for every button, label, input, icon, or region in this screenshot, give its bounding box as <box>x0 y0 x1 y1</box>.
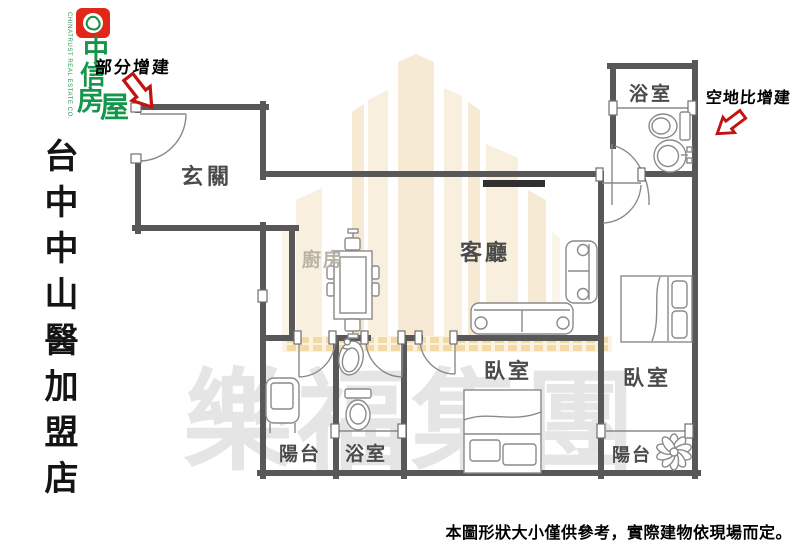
store-name-vertical: 台中中山醫加盟店 <box>39 138 76 506</box>
flower-icon <box>656 433 692 471</box>
laundry-sink-icon <box>265 377 300 433</box>
bed-icon <box>463 389 542 474</box>
room-label-bath-top: 浴室 <box>629 84 674 105</box>
sink-icon <box>338 338 364 376</box>
window-lines <box>338 107 692 432</box>
entrance-door-arc <box>139 113 187 162</box>
sink-icon <box>653 139 693 173</box>
brand-char-xin: 信 <box>80 61 107 90</box>
sofa-icon <box>470 240 598 335</box>
wall-caps <box>130 100 697 439</box>
wall-opening-bar <box>483 180 545 187</box>
right-bedroom-door-arc <box>602 182 642 224</box>
mid-bedroom-door-arc <box>419 339 456 375</box>
brand-char-zhong: 中 <box>83 36 110 65</box>
room-label-kitchen: 廚房 <box>302 250 345 271</box>
toilet-icon <box>648 111 691 141</box>
room-label-bath-bottom: 浴室 <box>345 444 388 465</box>
room-label-bedroom-mid: 臥室 <box>484 360 532 383</box>
brand-char-wu: 屋 <box>100 92 130 124</box>
room-label-entrance: 玄關 <box>181 164 234 189</box>
chinatrust-logo <box>76 8 110 38</box>
room-label-bedroom-right: 臥室 <box>623 367 671 390</box>
down-right-arrow-icon <box>121 71 154 110</box>
bed-icon <box>620 275 693 343</box>
company-name-en: CHINATRUST REAL ESTATE CO. <box>66 12 72 120</box>
toilet-icon <box>344 388 372 431</box>
room-label-living: 客廳 <box>460 240 511 265</box>
room-label-balcony-right: 陽台 <box>612 445 652 465</box>
dining-table-icon <box>326 228 380 339</box>
logo-emblem-icon <box>83 13 103 33</box>
room-label-balcony-left: 陽台 <box>279 444 322 465</box>
watermark-text: 樂福集團 <box>183 362 639 484</box>
doors <box>139 113 650 378</box>
disclaimer-text: 本圖形狀大小僅供參考，實際建物依現場而定。 <box>445 525 792 542</box>
down-left-arrow-icon <box>715 108 748 136</box>
bath-bottom-door-arc <box>365 339 403 378</box>
brand-char-fang: 房 <box>77 86 104 116</box>
balcony-left-door-arc <box>298 339 336 378</box>
